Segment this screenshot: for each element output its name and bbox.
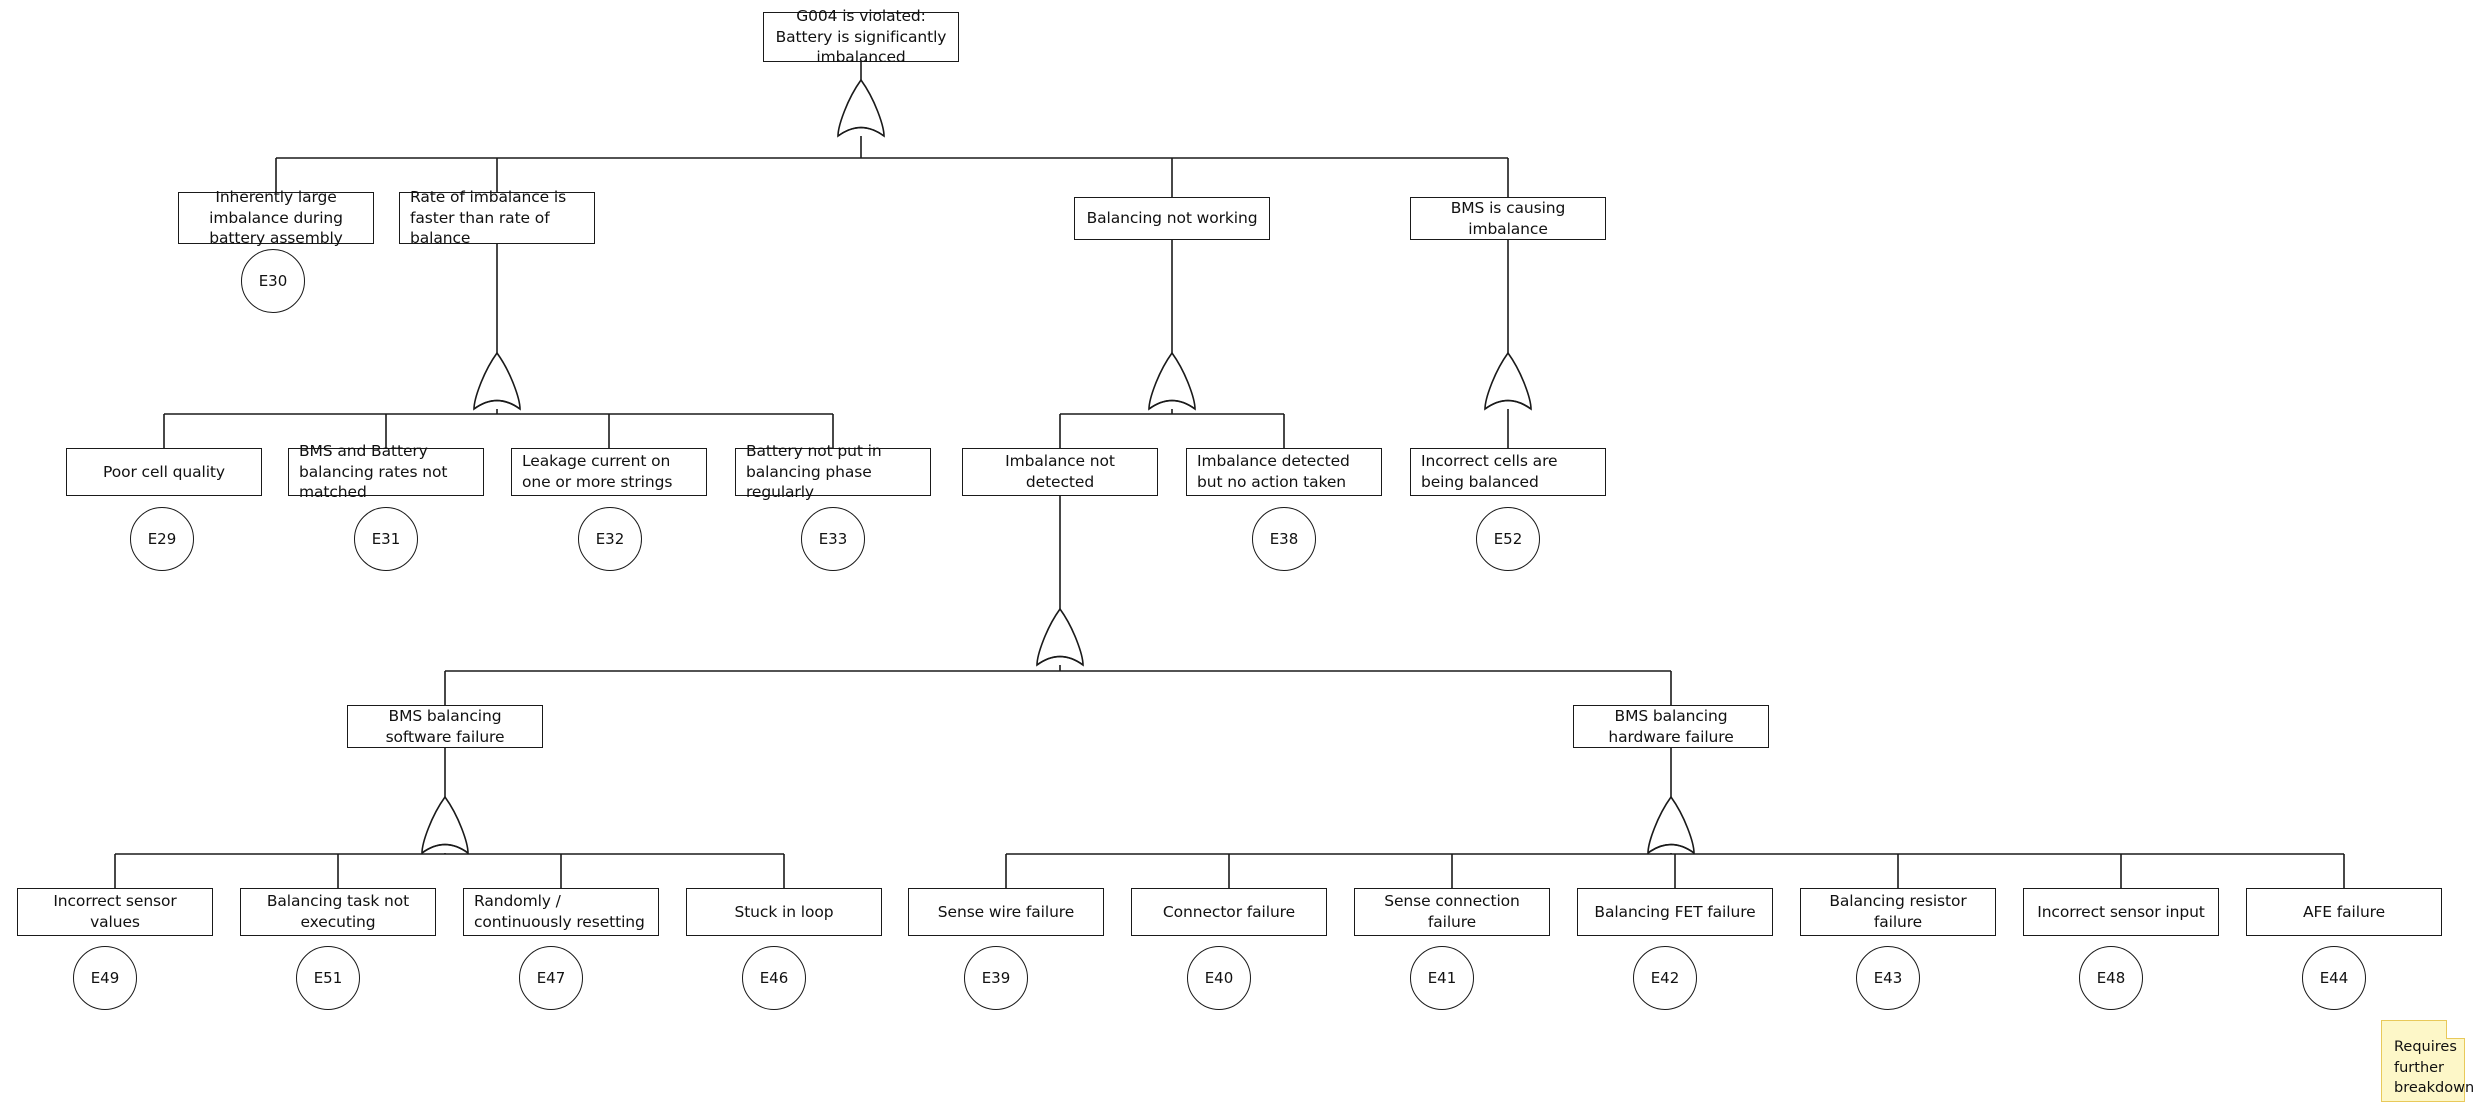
node-box-top[interactable]: G004 is violated: Battery is significant… bbox=[763, 7, 959, 66]
basic-event-E38[interactable]: E38 bbox=[1252, 507, 1316, 571]
node-label: Stuck in loop bbox=[734, 902, 834, 921]
basic-event-code: E48 bbox=[2096, 969, 2126, 987]
basic-event-code: E51 bbox=[313, 969, 343, 987]
basic-event-code: E41 bbox=[1427, 969, 1457, 987]
node-box-sense-connection[interactable]: Sense connection failure bbox=[1354, 888, 1550, 936]
basic-event-E43[interactable]: E43 bbox=[1856, 946, 1920, 1010]
node-box-balancing-not-working[interactable]: Balancing not working bbox=[1074, 197, 1270, 240]
node-label: Incorrect sensor values bbox=[53, 892, 177, 931]
node-box-software-failure[interactable]: BMS balancing software failure bbox=[347, 705, 543, 748]
basic-event-code: E44 bbox=[2319, 969, 2349, 987]
basic-event-code: E39 bbox=[981, 969, 1011, 987]
basic-event-E41[interactable]: E41 bbox=[1410, 946, 1474, 1010]
node-label: Connector failure bbox=[1162, 902, 1296, 921]
node-box-rate[interactable]: Rate of imbalance is faster than rate of… bbox=[399, 188, 595, 247]
node-label: Sense connection failure bbox=[1384, 892, 1520, 931]
node-box-rates-not-matched[interactable]: BMS and Battery balancing rates not matc… bbox=[288, 442, 484, 501]
node-box-sense-wire[interactable]: Sense wire failure bbox=[908, 888, 1104, 936]
node-box-connector[interactable]: Connector failure bbox=[1131, 888, 1327, 936]
node-box-hardware-failure[interactable]: BMS balancing hardware failure bbox=[1573, 705, 1769, 748]
node-box-task-not-executing[interactable]: Balancing task not executing bbox=[240, 888, 436, 936]
node-box-imbalance-not-detected[interactable]: Imbalance not detected bbox=[962, 448, 1158, 496]
basic-event-E48[interactable]: E48 bbox=[2079, 946, 2143, 1010]
node-label: Balancing task not executing bbox=[266, 892, 410, 931]
basic-event-E31[interactable]: E31 bbox=[354, 507, 418, 571]
basic-event-E51[interactable]: E51 bbox=[296, 946, 360, 1010]
node-box-incorrect-sensor-input[interactable]: Incorrect sensor input bbox=[2023, 888, 2219, 936]
basic-event-code: E43 bbox=[1873, 969, 1903, 987]
node-label: Leakage current on one or more strings bbox=[522, 452, 673, 491]
basic-event-code: E47 bbox=[536, 969, 566, 987]
basic-event-E52[interactable]: E52 bbox=[1476, 507, 1540, 571]
basic-event-E30[interactable]: E30 bbox=[241, 249, 305, 313]
node-box-not-balanced-regular[interactable]: Battery not put in balancing phase regul… bbox=[735, 442, 931, 501]
basic-event-code: E29 bbox=[147, 530, 177, 548]
node-label: Balancing FET failure bbox=[1594, 902, 1756, 921]
node-box-inherent[interactable]: Inherently large imbalance during batter… bbox=[178, 188, 374, 247]
node-label: Imbalance detected but no action taken bbox=[1197, 452, 1350, 491]
basic-event-code: E42 bbox=[1650, 969, 1680, 987]
basic-event-E40[interactable]: E40 bbox=[1187, 946, 1251, 1010]
basic-event-code: E32 bbox=[595, 530, 625, 548]
node-box-incorrect-cells[interactable]: Incorrect cells are being balanced bbox=[1410, 448, 1606, 496]
node-box-detected-no-action[interactable]: Imbalance detected but no action taken bbox=[1186, 448, 1382, 496]
node-box-poor-cell[interactable]: Poor cell quality bbox=[66, 448, 262, 496]
basic-event-code: E31 bbox=[371, 530, 401, 548]
node-label: Poor cell quality bbox=[103, 462, 225, 481]
node-label: Battery not put in balancing phase regul… bbox=[746, 441, 882, 502]
basic-event-code: E33 bbox=[818, 530, 848, 548]
node-label: G004 is violated: Battery is significant… bbox=[775, 6, 947, 67]
node-box-afe[interactable]: AFE failure bbox=[2246, 888, 2442, 936]
basic-event-code: E38 bbox=[1269, 530, 1299, 548]
node-box-stuck-in-loop[interactable]: Stuck in loop bbox=[686, 888, 882, 936]
node-label: BMS is causing imbalance bbox=[1450, 198, 1566, 238]
node-label: Inherently large imbalance during batter… bbox=[209, 187, 343, 248]
node-label: Incorrect sensor input bbox=[2037, 902, 2205, 921]
basic-event-E39[interactable]: E39 bbox=[964, 946, 1028, 1010]
sticky-note-requires-further-breakdown: Requires further breakdown bbox=[2381, 1020, 2475, 1102]
basic-event-E47[interactable]: E47 bbox=[519, 946, 583, 1010]
basic-event-E44[interactable]: E44 bbox=[2302, 946, 2366, 1010]
node-label: BMS and Battery balancing rates not matc… bbox=[299, 441, 448, 502]
basic-event-E32[interactable]: E32 bbox=[578, 507, 642, 571]
basic-event-E42[interactable]: E42 bbox=[1633, 946, 1697, 1010]
basic-event-code: E46 bbox=[759, 969, 789, 987]
node-box-incorrect-sensor-values[interactable]: Incorrect sensor values bbox=[17, 888, 213, 936]
note-fold-corner-icon bbox=[2446, 1020, 2465, 1039]
node-label: Sense wire failure bbox=[937, 902, 1075, 921]
node-box-leakage[interactable]: Leakage current on one or more strings bbox=[511, 448, 707, 496]
node-box-bms-causing[interactable]: BMS is causing imbalance bbox=[1410, 197, 1606, 240]
node-label: Imbalance not detected bbox=[1005, 452, 1115, 491]
basic-event-code: E40 bbox=[1204, 969, 1234, 987]
basic-event-code: E49 bbox=[90, 969, 120, 987]
node-label: Balancing resistor failure bbox=[1829, 892, 1967, 931]
node-label: AFE failure bbox=[2302, 902, 2386, 921]
node-label: Balancing not working bbox=[1086, 209, 1258, 228]
node-label: Randomly / continuously resetting bbox=[474, 892, 645, 931]
node-box-balancing-resistor[interactable]: Balancing resistor failure bbox=[1800, 888, 1996, 936]
basic-event-E29[interactable]: E29 bbox=[130, 507, 194, 571]
note-text: Requires further breakdown bbox=[2394, 1039, 2475, 1097]
basic-event-E33[interactable]: E33 bbox=[801, 507, 865, 571]
node-label: BMS balancing hardware failure bbox=[1608, 706, 1734, 746]
node-box-balancing-fet[interactable]: Balancing FET failure bbox=[1577, 888, 1773, 936]
basic-event-E46[interactable]: E46 bbox=[742, 946, 806, 1010]
node-label: Incorrect cells are being balanced bbox=[1421, 452, 1558, 491]
basic-event-code: E52 bbox=[1493, 530, 1523, 548]
node-box-randomly-resetting[interactable]: Randomly / continuously resetting bbox=[463, 888, 659, 936]
basic-event-code: E30 bbox=[258, 272, 288, 290]
node-label: Rate of imbalance is faster than rate of… bbox=[410, 187, 567, 248]
basic-event-E49[interactable]: E49 bbox=[73, 946, 137, 1010]
node-label: BMS balancing software failure bbox=[385, 706, 505, 746]
